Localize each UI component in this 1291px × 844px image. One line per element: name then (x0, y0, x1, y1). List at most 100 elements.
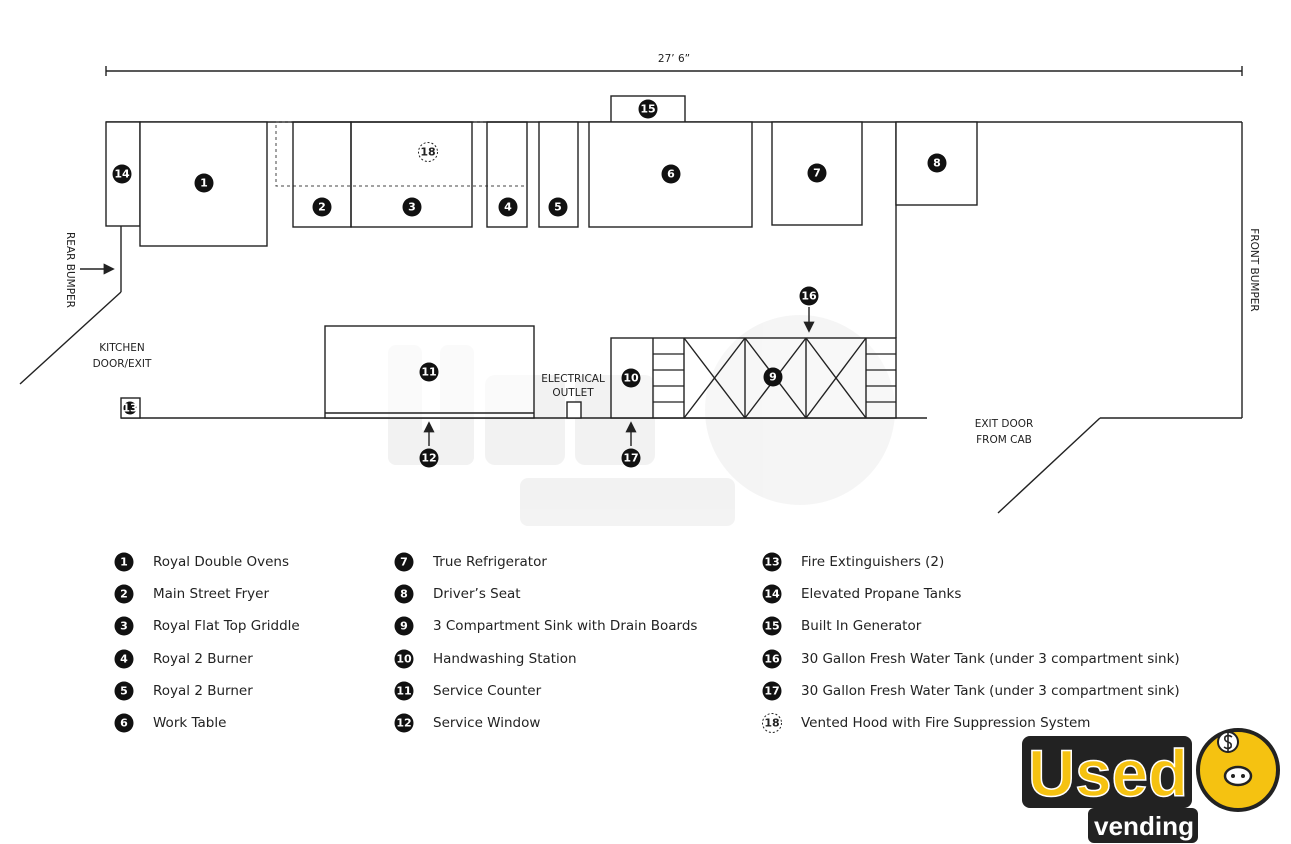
svg-text:2: 2 (318, 201, 326, 214)
legend-number-badge (114, 649, 134, 669)
marker-5: 5 (548, 197, 568, 217)
legend-number: 18 (764, 717, 779, 730)
marker-7: 7 (807, 163, 827, 183)
marker-16: 16 (799, 286, 819, 306)
legend-number: 2 (120, 588, 128, 601)
legend-number-badge (114, 681, 134, 701)
legend-label: Driver’s Seat (433, 586, 521, 602)
legend-number-badge (114, 616, 134, 636)
legend-number: 13 (764, 556, 779, 569)
legend-number-badge (394, 681, 414, 701)
legend-number-badge (394, 584, 414, 604)
marker-8: 8 (927, 153, 947, 173)
legend-number-badge (394, 649, 414, 669)
plan-markers: 1 2 3 4 5 6 7 8 9 10 11 12 13 14 15 16 1… (112, 99, 947, 468)
legend-number-badge (762, 681, 782, 701)
marker-3: 3 (402, 197, 422, 217)
legend-number: 12 (396, 717, 411, 730)
electrical-outlet-label-line2: OUTLET (552, 387, 594, 399)
legend-number-badge (762, 616, 782, 636)
legend-number: 4 (120, 653, 128, 666)
svg-text:17: 17 (623, 452, 638, 465)
front-bumper-label: FRONT BUMPER (1248, 228, 1260, 311)
legend-number-badge (114, 584, 134, 604)
svg-text:3: 3 (408, 201, 416, 214)
legend-number: 11 (396, 685, 411, 698)
svg-text:16: 16 (801, 290, 817, 303)
exit-door-label-line2: FROM CAB (976, 434, 1032, 446)
marker-11: 11 (419, 362, 439, 382)
dollar-coin-icon (1223, 733, 1233, 751)
legend-number-badge (394, 616, 414, 636)
legend-item: 5 Royal 2 Burner (114, 681, 253, 701)
legend-label: 30 Gallon Fresh Water Tank (under 3 comp… (801, 651, 1180, 667)
legend-item: 6 Work Table (114, 713, 226, 733)
electrical-outlet (566, 401, 582, 419)
kitchen-door-label-line2: DOOR/EXIT (93, 358, 152, 370)
marker-14: 14 (112, 164, 132, 184)
marker-2: 2 (312, 197, 332, 217)
legend-number: 5 (120, 685, 128, 698)
legend-item: 8 Driver’s Seat (394, 584, 521, 604)
svg-text:13: 13 (122, 402, 137, 415)
legend-label: Elevated Propane Tanks (801, 586, 961, 602)
legend-label: Royal 2 Burner (153, 651, 253, 667)
svg-text:8: 8 (933, 157, 941, 170)
dimension-line: 27’ 6” (105, 53, 1243, 76)
legend-number-badge (762, 584, 782, 604)
marker-17: 17 (621, 448, 641, 468)
svg-text:4: 4 (504, 201, 512, 214)
rear-bumper-label: REAR BUMPER (64, 232, 76, 308)
burner-4 (486, 121, 528, 228)
svg-text:7: 7 (813, 167, 821, 180)
griddle (350, 121, 473, 228)
logo-word-used: Used (1028, 736, 1188, 810)
legend-label: Service Counter (433, 683, 542, 699)
svg-text:12: 12 (421, 452, 436, 465)
legend-number-badge (762, 713, 782, 733)
svg-text:6: 6 (667, 168, 675, 181)
legend-number-badge (394, 713, 414, 733)
svg-text:9: 9 (769, 371, 777, 384)
legend-number-badge (394, 552, 414, 572)
legend-label: Vented Hood with Fire Suppression System (801, 715, 1090, 731)
legend-number: 16 (764, 653, 780, 666)
marker-9: 9 (763, 367, 783, 387)
legend-number: 7 (400, 556, 408, 569)
legend-number-badge (762, 649, 782, 669)
svg-text:15: 15 (640, 103, 655, 116)
marker-1: 1 (194, 173, 214, 193)
svg-text:1: 1 (200, 177, 208, 190)
legend-number-badge (762, 552, 782, 572)
legend-number: 8 (400, 588, 408, 601)
legend-label: Built In Generator (801, 618, 922, 634)
svg-text:14: 14 (114, 168, 130, 181)
svg-text:11: 11 (421, 366, 436, 379)
legend-number: 6 (120, 717, 128, 730)
legend-label: Main Street Fryer (153, 586, 269, 602)
legend-item: 18 Vented Hood with Fire Suppression Syst… (762, 713, 1090, 733)
marker-6: 6 (661, 164, 681, 184)
legend-item: 11 Service Counter (394, 681, 542, 701)
marker-12: 12 (419, 448, 439, 468)
dimension-label: 27’ 6” (658, 53, 690, 65)
marker-4: 4 (498, 197, 518, 217)
legend-number: 17 (764, 685, 779, 698)
exit-door-label: EXIT DOOR (975, 418, 1034, 430)
legend-item: 2 Main Street Fryer (114, 584, 269, 604)
legend-label: Royal Double Ovens (153, 554, 289, 570)
legend-label: Royal 2 Burner (153, 683, 253, 699)
marker-15: 15 (638, 99, 658, 119)
marker-10: 10 (621, 368, 641, 388)
legend-label: Work Table (153, 715, 226, 731)
legend-label: True Refrigerator (432, 554, 547, 570)
marker-13: 13 (122, 401, 138, 415)
